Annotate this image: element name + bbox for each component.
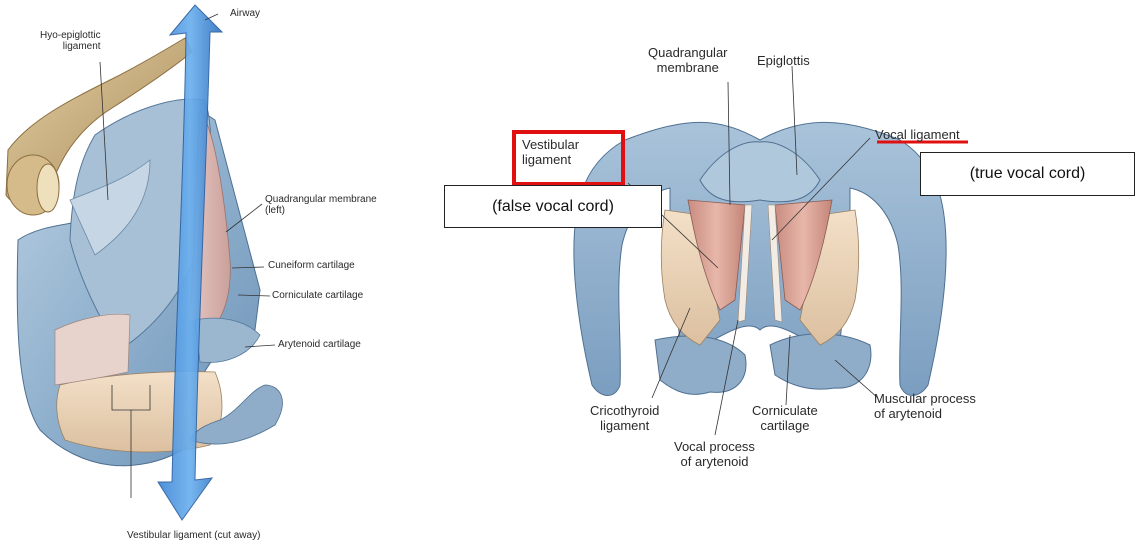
left-larynx-illustration (6, 5, 282, 520)
label-vestibular-ligament: Vestibular ligament (522, 138, 579, 167)
label-vestibular-ligament-cut: Vestibular ligament (cut away) (127, 530, 260, 541)
label-corniculate-cartilage-left: Corniculate cartilage (272, 290, 363, 301)
label-hyo-epiglottic-ligament: Hyo-epiglottic ligament (40, 30, 101, 52)
true-vocal-cord-box: (true vocal cord) (920, 152, 1135, 196)
label-corniculate-cartilage-right: Corniculate cartilage (752, 404, 818, 433)
label-cricothyroid-ligament: Cricothyroid ligament (590, 404, 659, 433)
label-vocal-process: Vocal process of arytenoid (674, 440, 755, 469)
label-cuneiform-cartilage: Cuneiform cartilage (268, 260, 355, 271)
label-quadrangular-membrane-left: Quadrangular membrane (left) (265, 194, 377, 216)
label-epiglottis: Epiglottis (757, 54, 810, 69)
label-airway: Airway (230, 8, 260, 19)
right-larynx-illustration (574, 66, 946, 435)
label-arytenoid-cartilage: Arytenoid cartilage (278, 339, 361, 350)
label-muscular-process: Muscular process of arytenoid (874, 392, 976, 421)
label-quadrangular-membrane: Quadrangular membrane (648, 46, 728, 75)
false-vocal-cord-box: (false vocal cord) (444, 185, 662, 228)
label-vocal-ligament: Vocal ligament (875, 128, 960, 143)
hyoid-bone-cut (37, 164, 59, 212)
